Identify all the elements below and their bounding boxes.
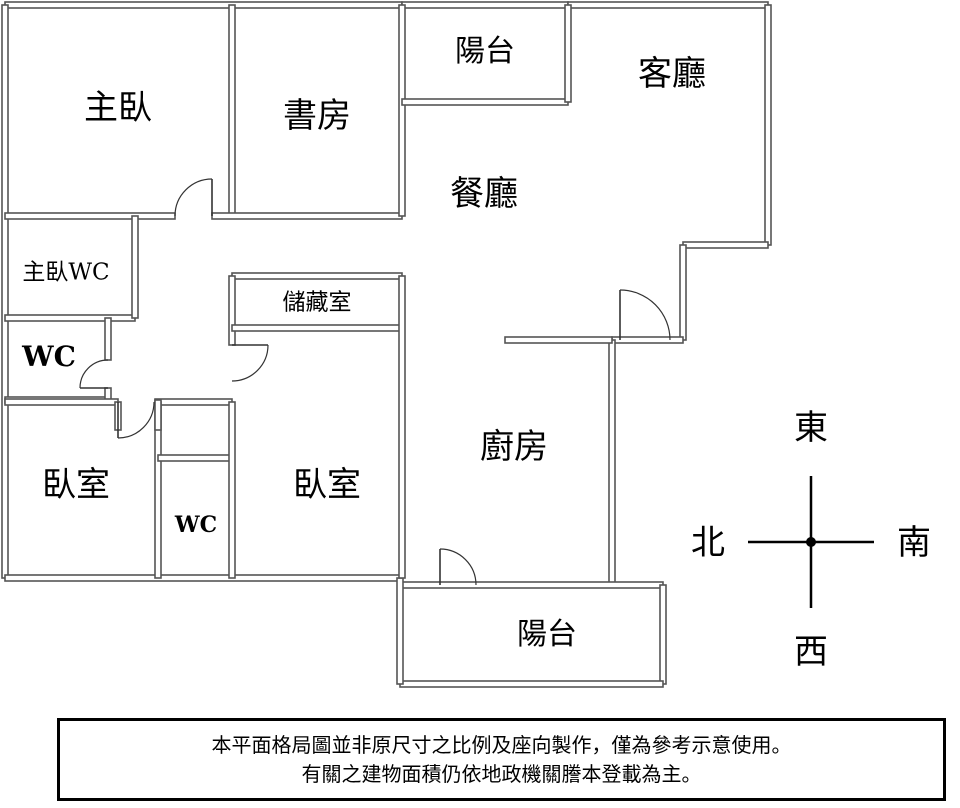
compass-east: 東	[794, 408, 828, 448]
disclaimer-box: 本平面格局圖並非原尺寸之比例及座向製作，僅為參考示意使用。 有關之建物面積仍依地…	[57, 718, 946, 801]
wall-segment	[608, 339, 616, 586]
wall-segment	[104, 317, 112, 361]
wall-segment	[396, 577, 404, 685]
wall-segment	[231, 324, 403, 332]
walls	[1, 1, 772, 688]
door-swing-arc	[619, 289, 671, 341]
room-label-storage: 儲藏室	[282, 289, 352, 316]
wall-segment	[211, 212, 403, 220]
wall-segment	[154, 399, 162, 431]
room-label-wc-small: WC	[174, 512, 218, 538]
disclaimer-line-2: 有關之建物面積仍依地政機關謄本登載為主。	[301, 762, 702, 786]
compass-south: 南	[897, 523, 931, 563]
wall-segment	[401, 98, 569, 106]
door-swing-arc	[439, 548, 477, 586]
wall-segment	[611, 336, 684, 344]
wall-segment	[4, 212, 176, 220]
compass-cross	[748, 476, 874, 608]
wall-segment	[398, 275, 406, 579]
room-label-wc-left: WC	[22, 340, 76, 373]
door-swing-arc	[174, 178, 213, 217]
wall-segment	[564, 4, 572, 103]
wall-segment	[401, 1, 569, 9]
wall-segment	[1, 4, 9, 579]
wall-segment	[228, 401, 236, 579]
wall-segment	[228, 275, 236, 346]
wall-segment	[682, 241, 769, 249]
wall-segment	[504, 336, 613, 344]
room-label-bedroom-left: 臥室	[42, 465, 110, 505]
wall-segment	[4, 398, 119, 406]
doors	[79, 178, 671, 586]
door-swing-arc	[117, 401, 155, 439]
wall-segment	[4, 1, 403, 9]
wall-segment	[131, 215, 139, 319]
wall-segment	[4, 574, 401, 582]
room-label-bedroom-middle: 臥室	[293, 465, 361, 505]
compass-center-dot	[806, 537, 816, 547]
room-label-study: 書房	[283, 96, 351, 136]
wall-segment	[567, 1, 769, 9]
room-label-living-room: 客廳	[638, 54, 706, 94]
wall-segment	[157, 454, 233, 462]
room-label-kitchen: 廚房	[480, 427, 548, 467]
wall-segment	[399, 680, 664, 688]
room-label-master-bedroom: 主臥	[84, 88, 152, 128]
wall-segment	[679, 244, 687, 341]
wall-segment	[659, 584, 667, 685]
compass-west: 西	[794, 632, 828, 672]
disclaimer-line-1: 本平面格局圖並非原尺寸之比例及座向製作，僅為參考示意使用。	[211, 733, 792, 757]
wall-segment	[764, 4, 772, 246]
wall-segment	[4, 314, 136, 322]
room-label-dining-room: 餐廳	[450, 174, 518, 214]
wall-segment	[228, 4, 236, 217]
compass-north: 北	[691, 523, 725, 563]
room-label-master-wc: 主臥WC	[22, 259, 110, 286]
wall-segment	[398, 4, 406, 217]
door-swing-arc	[79, 359, 109, 389]
wall-segment	[154, 398, 233, 406]
door-swing-arc	[231, 344, 269, 382]
wall-segment	[231, 272, 403, 280]
room-label-balcony-top: 陽台	[455, 34, 515, 69]
room-label-balcony-bottom: 陽台	[517, 617, 577, 652]
